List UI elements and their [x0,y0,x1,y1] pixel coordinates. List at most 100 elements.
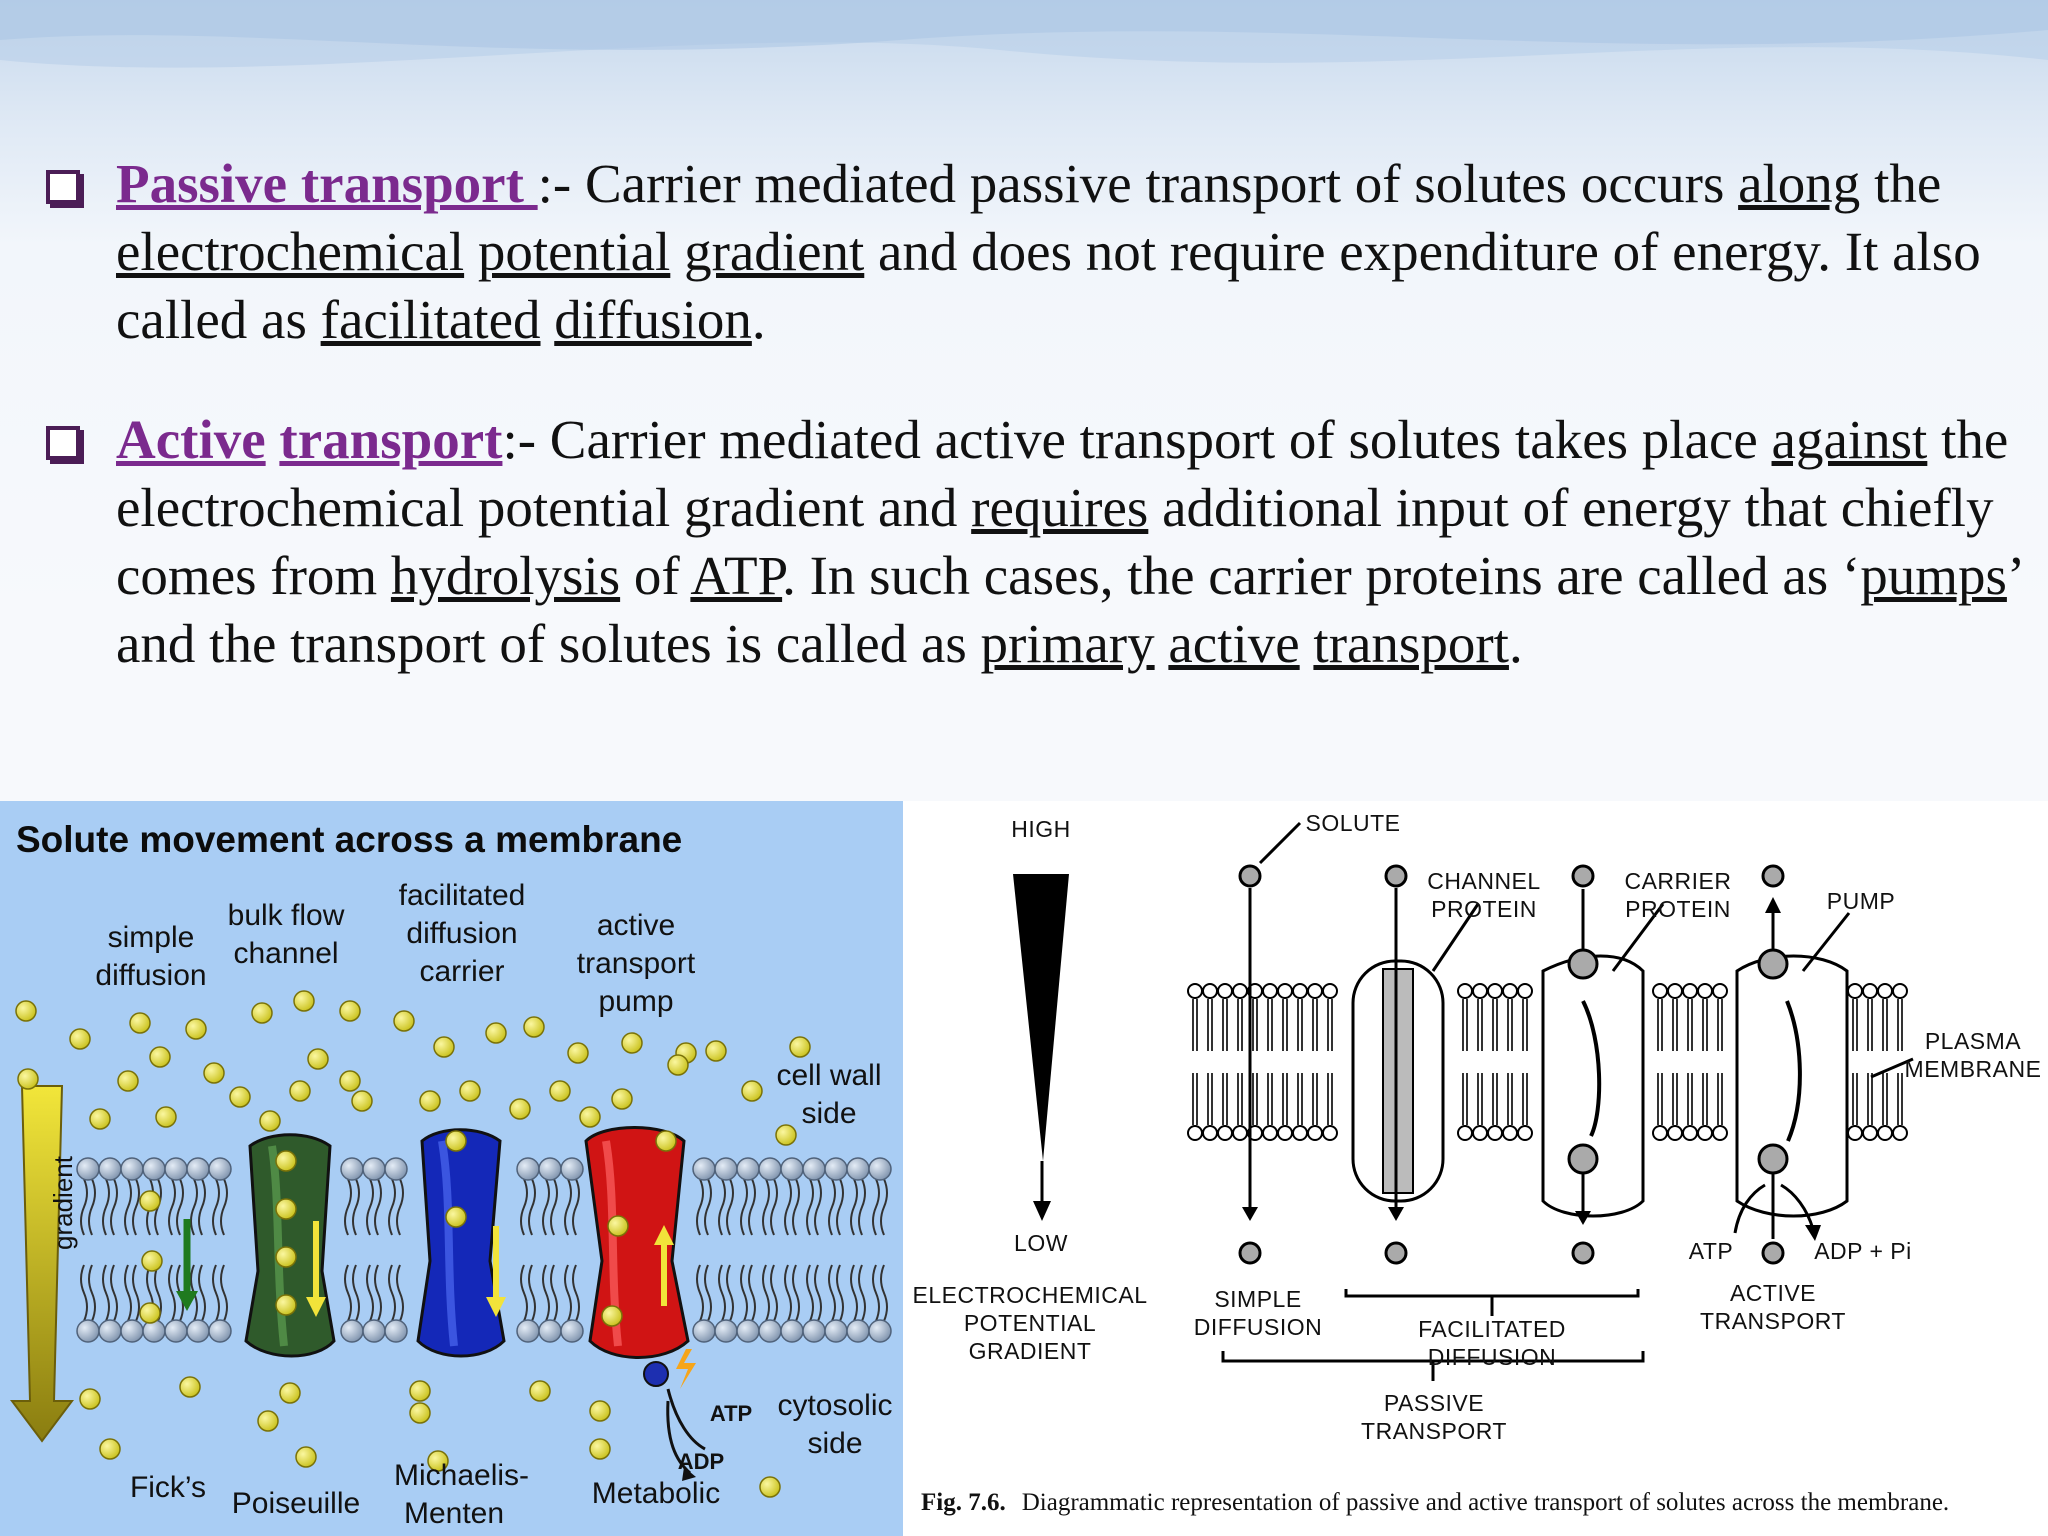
label-atp: ATP [709,1401,753,1426]
lipid-tail [190,1178,206,1236]
lipid-head [208,1157,232,1181]
solute-particle [339,1000,361,1022]
solute-particle [433,1036,455,1058]
label-michaelis-menten: Michaelis-Menten [394,1459,530,1530]
solute-particle [293,990,315,1012]
lipid-head [340,1157,364,1181]
pointer-line [1801,912,1851,972]
lipid-head [384,1319,408,1343]
lipid-head [1877,1125,1893,1141]
lipid-tail [1312,999,1318,1125]
label-facilitated-diffusion: facilitated diffusion carrier [398,879,526,988]
figure-caption: Fig. 7.6.Diagrammatic representation of … [921,1489,1949,1517]
label-adp-pi: ADP + Pi [1814,1238,1912,1264]
solute-particle [339,1070,361,1092]
solute-particle [149,1046,171,1068]
lipid-head [780,1157,804,1181]
lipid-head [1517,983,1533,999]
lipid-tail [762,1178,778,1236]
bullet-active-transport: Active transport:- Carrier mediated acti… [40,406,2030,678]
active-text: of [620,545,691,606]
lipid-tail [1222,999,1228,1125]
solute-particle [289,1080,311,1102]
solute-particle [15,1000,37,1022]
lipid-head [560,1157,584,1181]
lipid-tail [806,1264,822,1322]
lipid-head [802,1319,826,1343]
lipid-tail [850,1178,866,1236]
flow-arrow-head [1388,1207,1404,1221]
bulk-flow-channel-protein [244,1133,336,1358]
solute-circle [1571,864,1595,888]
lipid-tail [850,1264,866,1322]
lipid-tail [102,1264,118,1322]
lipid-tail [1192,999,1198,1125]
solute-particle [117,1070,139,1092]
label-carrier-protein: CARRIER PROTEIN [1624,868,1732,922]
lipid-tail [388,1178,404,1236]
label-active-transport-pump: active transport pump [576,909,696,1018]
solute-particle [393,1010,415,1032]
classification-brackets [1221,1289,1645,1381]
lipid-head [1307,1125,1323,1141]
lipid-head [1892,983,1908,999]
caption-number: Fig. 7.6. [921,1489,1006,1516]
lipid-tail [1867,999,1873,1125]
carrier-protein-shape [1541,948,1645,1218]
solute-particle [275,1150,297,1172]
label-electrochemical-gradient: ELECTROCHEMICAL POTENTIAL GRADIENT [912,1282,1148,1364]
passive-text: :- Carrier mediated passive transport of… [537,153,1739,214]
solute-particle [611,1088,633,1110]
lipid-head [714,1319,738,1343]
solute-particle [409,1380,431,1402]
lipid-head [1502,1125,1518,1141]
solute-particle [655,1130,677,1152]
lipid-tail [80,1264,96,1322]
lipid-head [384,1157,408,1181]
pump-protein-shape [1735,948,1849,1218]
passive-text: . [751,289,766,350]
solute-particle [275,1294,297,1316]
active-text [266,409,280,470]
lipid-tail [564,1264,580,1322]
label-ficks: Fick’s [129,1471,207,1504]
lipid-head [1862,1125,1878,1141]
atp-arrow [1733,1183,1766,1234]
term-transport: transport [279,409,503,470]
active-text [1155,613,1169,674]
lipid-head [714,1157,738,1181]
lipid-tail [388,1264,404,1322]
solute-particle [775,1124,797,1146]
lipid-tail [520,1178,536,1236]
solute-circle [1571,1241,1595,1265]
solute-particle [549,1080,571,1102]
lipid-head [1487,1125,1503,1141]
lipid-head [1217,1125,1233,1141]
active-text: the electrochemical potential gradient a… [116,409,2009,538]
lipid-head [120,1319,144,1343]
lipid-head [98,1319,122,1343]
active-underlined: against [1771,409,1928,470]
label-pump: PUMP [1826,888,1896,914]
lipid-tail [872,1178,888,1236]
lipid-tail [1267,999,1273,1125]
lipid-tail [168,1178,184,1236]
lipid-head [846,1319,870,1343]
lipid-head [1292,983,1308,999]
lipid-tail [542,1178,558,1236]
lipid-head [1502,983,1518,999]
lipid-tail [696,1264,712,1322]
lipid-tail [1717,999,1723,1125]
lipid-tail [1492,999,1498,1125]
transport-schematic [1013,821,1914,1381]
lipid-head [1322,983,1338,999]
lipid-head [1232,1125,1248,1141]
solute-particle [99,1438,121,1460]
solute-particle [485,1022,507,1044]
lipid-tail [1237,999,1243,1125]
lipid-head [1457,1125,1473,1141]
lipid-tail [784,1264,800,1322]
lipid-tail [564,1178,580,1236]
lipid-head [362,1157,386,1181]
lipid-tail [1282,999,1288,1125]
